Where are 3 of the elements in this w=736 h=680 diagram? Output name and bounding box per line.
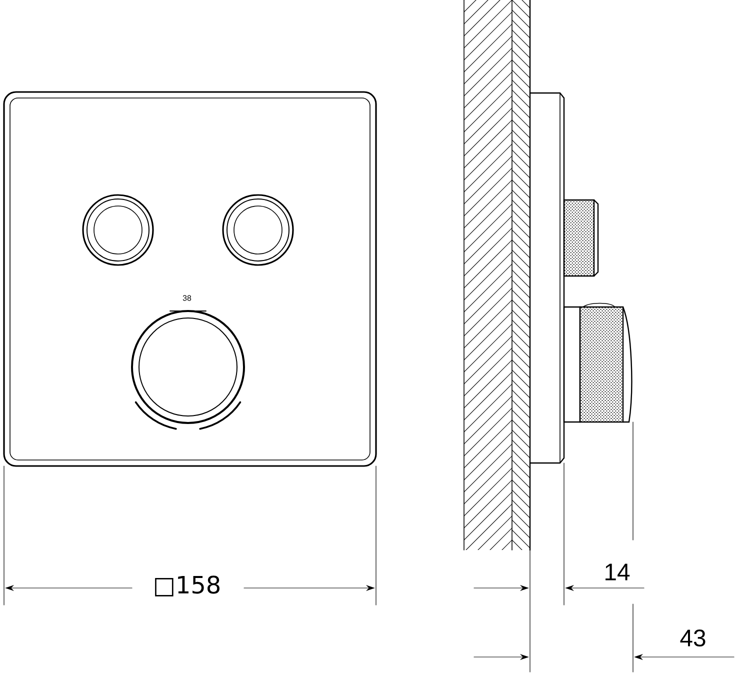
dimension-label: 43 <box>680 630 706 646</box>
dimension-label: □158 <box>155 576 220 596</box>
dimension-label: 14 <box>606 564 630 580</box>
